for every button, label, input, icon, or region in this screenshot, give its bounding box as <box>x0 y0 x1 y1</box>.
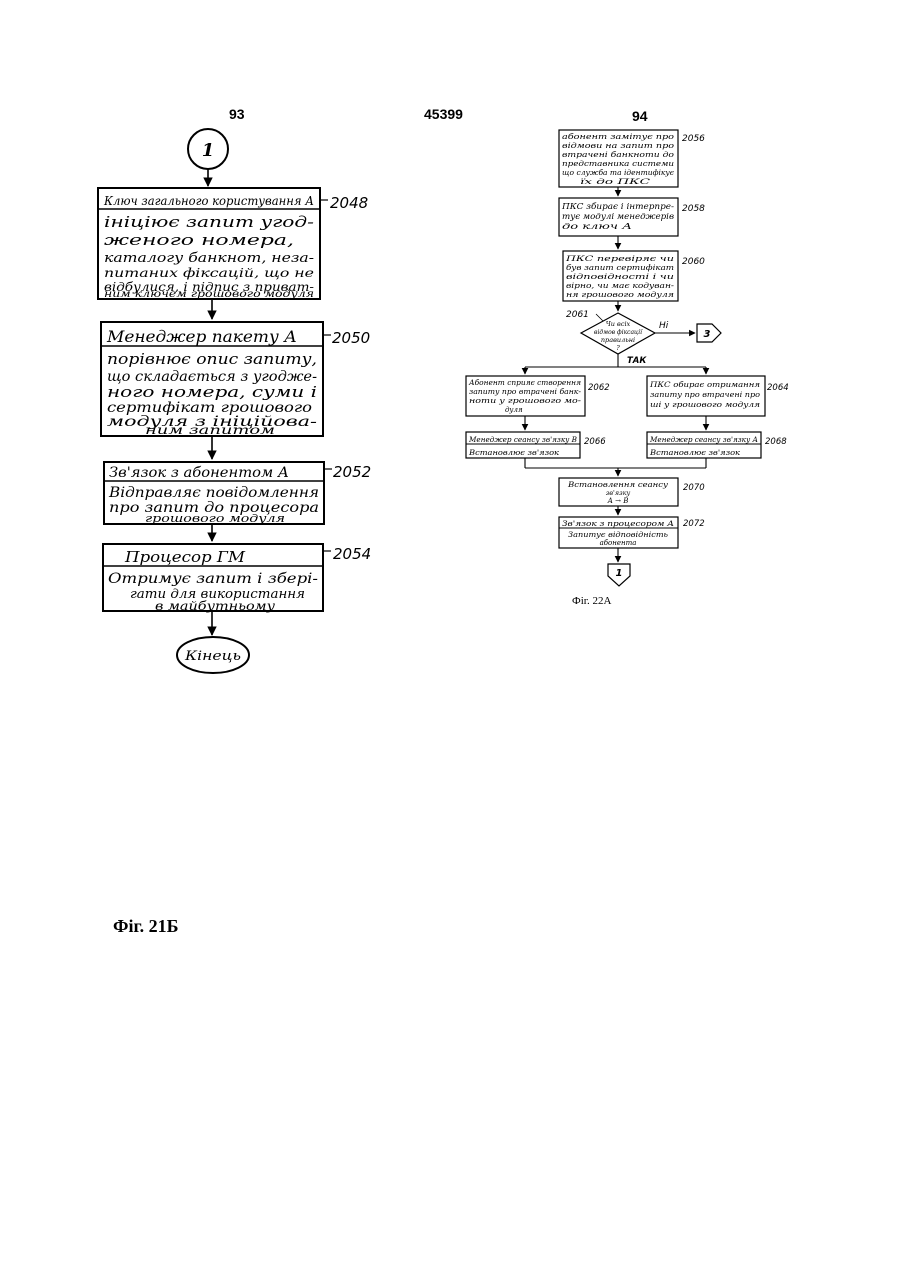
box-2056-line: їх до ПКС <box>580 177 650 186</box>
box-2058-line: тує модулі менеджерів <box>562 212 674 221</box>
box-2070-line: А → В <box>607 497 629 505</box>
box-2070-line: зв'язку <box>606 489 631 497</box>
box-2048-line: каталогу банкнот, неза- <box>104 251 314 266</box>
process-box-2054: Процесор ГМ Отримує запит і збері- гати … <box>103 544 323 613</box>
end-connector-1: 1 <box>608 564 630 586</box>
box-2054-line: в майбутньому <box>155 599 275 613</box>
process-box-2058: ПКС збирає і інтерпре- тує модулі менедж… <box>559 198 678 236</box>
box-2062-line: запиту про втрачені банк- <box>469 388 582 396</box>
box-2064-line: запиту про втрачені про <box>650 390 761 399</box>
box-2050-line: ним запитом <box>145 423 275 437</box>
box-2052-title: Зв'язок з абонентом А <box>109 465 289 481</box>
ref-2068: 2068 <box>765 437 787 447</box>
box-2064-line: ПКС обирає отримання <box>649 380 760 389</box>
decision-2061: Чи всіх відмов фіксації правильні ? <box>581 313 655 354</box>
box-2072-line: Запитує відповідність <box>568 531 668 539</box>
box-2060-line: відповідності і чи <box>566 272 674 281</box>
decision-line: ? <box>616 344 620 352</box>
box-2050-title: Менеджер пакету А <box>106 327 297 346</box>
box-2072-line: абонента <box>600 539 637 547</box>
box-2048-line: ініціює запит угод- <box>104 213 314 231</box>
box-2048-line: ним ключем грошового модуля <box>104 289 314 300</box>
process-box-2070: Встановлення сеансу зв'язку А → В <box>559 478 678 506</box>
box-2070-line: Встановлення сеансу <box>567 480 669 489</box>
ref-2072: 2072 <box>683 519 705 529</box>
box-2048-line: питаних фіксацій, що не <box>104 266 314 280</box>
offpage-connector-3: 3 <box>697 324 721 342</box>
box-2060-line: ня грошового модуля <box>566 290 674 299</box>
box-2056-line: втрачені банкноти до <box>562 150 675 159</box>
box-2050-line: ного номера, суми і <box>107 383 317 401</box>
box-2068-title: Менеджер сеансу зв'язку А <box>649 435 758 444</box>
process-box-2060: ПКС перевіряє чи був запит сертифікат ві… <box>563 251 678 301</box>
box-2056-line: відмови на запит про <box>562 141 675 150</box>
ref-2066: 2066 <box>584 437 606 447</box>
start-connector-label: 1 <box>202 140 215 161</box>
end-connector-label: 1 <box>616 568 623 579</box>
figure-caption-22a: Фіг. 22А <box>572 595 611 607</box>
decision-line: відмов фіксації <box>594 328 643 336</box>
box-2056-line: що служба та ідентифікує <box>562 168 675 177</box>
offpage-connector-label: 3 <box>704 329 711 340</box>
ref-2056: 2056 <box>682 134 705 144</box>
box-2052-line: грошового модуля <box>145 512 285 525</box>
figure-caption-21b: Фіг. 21Б <box>113 916 179 937</box>
box-2056-line: представника системи <box>562 159 674 168</box>
decision-line: правильні <box>601 336 635 344</box>
box-2056-line: абонент замітує про <box>562 132 675 141</box>
ref-2054: 2054 <box>333 545 371 563</box>
process-box-2066: Менеджер сеансу зв'язку В Встановлює зв'… <box>466 432 580 458</box>
box-2066-title: Менеджер сеансу зв'язку В <box>468 435 577 444</box>
ref-2052: 2052 <box>333 463 371 481</box>
ref-2062: 2062 <box>588 383 610 393</box>
box-2066-line: Встановлює зв'язок <box>468 448 560 457</box>
box-2052-line: Відправляє повідомлення <box>108 485 319 501</box>
box-2068-line: Встановлює зв'язок <box>649 448 741 457</box>
box-2062-line: Абонент сприяє створення <box>468 379 581 387</box>
box-2064-line: ші у грошового модуля <box>650 400 760 409</box>
box-2062-line: ноти у грошового мо- <box>469 397 582 405</box>
end-terminator: Кінець <box>177 637 249 673</box>
process-box-2050: Менеджер пакету А порівнює опис запиту, … <box>101 322 323 437</box>
ref-2064: 2064 <box>767 383 789 393</box>
box-2072-title: Зв'язок з процесором А <box>562 519 674 528</box>
start-connector: 1 <box>188 129 228 169</box>
box-2060-line: вірно, чи має кодуван- <box>566 281 675 290</box>
process-box-2064: ПКС обирає отримання запиту про втрачені… <box>647 376 765 416</box>
ref-2058: 2058 <box>682 204 705 214</box>
ref-2048: 2048 <box>330 194 368 212</box>
box-2054-line: Отримує запит і збері- <box>108 571 318 587</box>
ref-2070: 2070 <box>683 483 705 493</box>
box-2048-title: Ключ загального користування А <box>103 194 314 208</box>
process-box-2048: Ключ загального користування А ініціює з… <box>98 188 320 300</box>
end-terminator-label: Кінець <box>184 649 241 664</box>
box-2062-line: дуля <box>505 406 523 414</box>
ref-2061: 2061 <box>566 310 589 320</box>
process-box-2072: Зв'язок з процесором А Запитує відповідн… <box>559 517 678 548</box>
box-2060-line: був запит сертифікат <box>566 263 674 272</box>
ref-2060: 2060 <box>682 257 705 267</box>
process-box-2068: Менеджер сеансу зв'язку А Встановлює зв'… <box>647 432 761 458</box>
process-box-2052: Зв'язок з абонентом А Відправляє повідом… <box>104 462 324 525</box>
decision-yes-label: ТАК <box>627 356 647 366</box>
box-2058-line: до ключ А <box>562 222 632 231</box>
ref-2050: 2050 <box>332 329 370 347</box>
decision-no-label: Ні <box>659 321 669 331</box>
box-2048-line: женого номера, <box>104 231 294 249</box>
box-2050-line: порівнює опис запиту, <box>107 350 317 368</box>
box-2054-title: Процесор ГМ <box>124 548 246 566</box>
process-box-2056: абонент замітує про відмови на запит про… <box>559 130 678 187</box>
box-2060-line: ПКС перевіряє чи <box>564 254 674 263</box>
decision-line: Чи всіх <box>606 320 631 328</box>
process-box-2062: Абонент сприяє створення запиту про втра… <box>466 376 585 416</box>
box-2058-line: ПКС збирає і інтерпре- <box>561 202 674 211</box>
